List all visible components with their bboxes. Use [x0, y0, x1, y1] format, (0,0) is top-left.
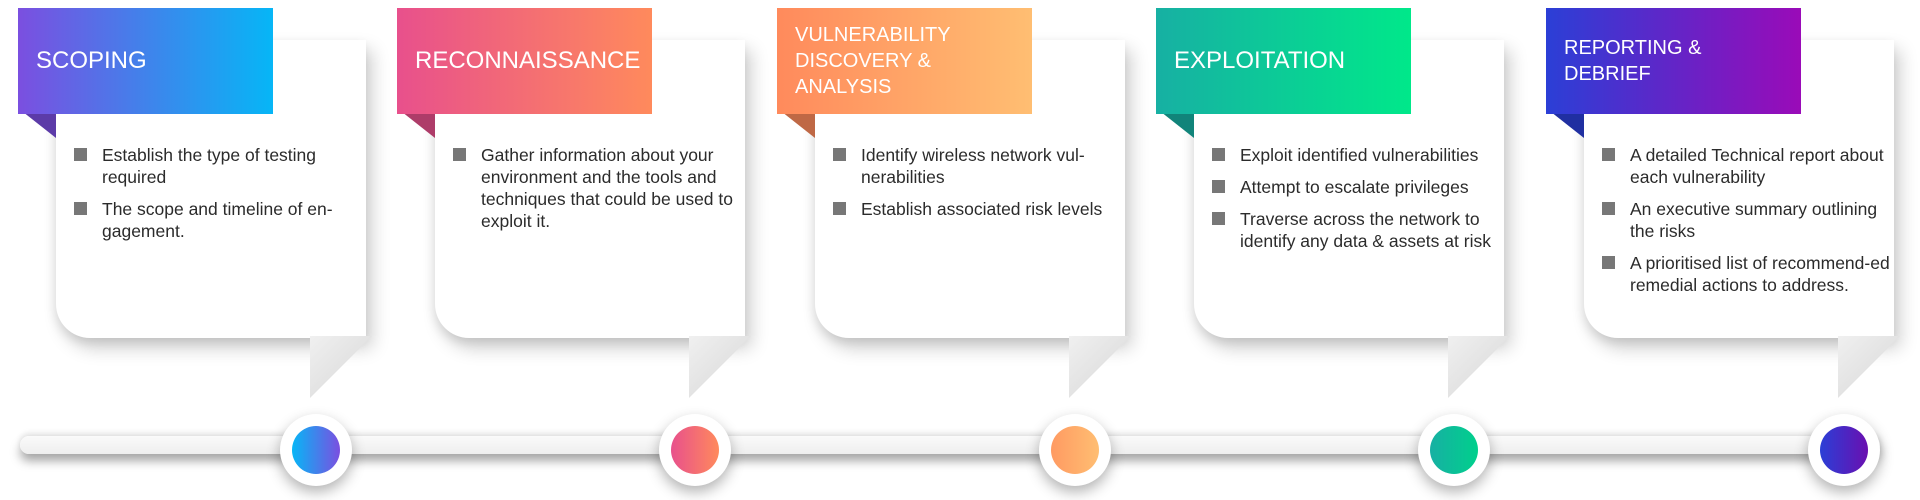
square-bullet-icon: [833, 148, 846, 161]
timeline-node: [659, 414, 731, 486]
square-bullet-icon: [833, 202, 846, 215]
list-item: A prioritised list of recommend-ed remed…: [1602, 252, 1892, 296]
stage-4: EXPLOITATION Exploit identified vulnerabi…: [1156, 0, 1516, 500]
stage-title-line: DEBRIEF: [1564, 63, 1651, 85]
timeline-node: [1418, 414, 1490, 486]
square-bullet-icon: [74, 148, 87, 161]
stage-title-line: SCOPING: [36, 47, 147, 74]
list-item-text: Establish associated risk levels: [861, 199, 1103, 219]
stage-title-line: VULNERABILITY: [795, 24, 951, 46]
timeline-dot: [1051, 426, 1099, 474]
timeline-dot: [1820, 426, 1868, 474]
list-item-text: A detailed Technical report about each v…: [1630, 145, 1884, 187]
list-item-text: Attempt to escalate privileges: [1240, 177, 1469, 197]
card-pointer: [689, 336, 751, 398]
stage-title: VULNERABILITY DISCOVERY & ANALYSIS: [777, 8, 1032, 114]
stage-title-line: DISCOVERY & ANALYSIS: [795, 50, 931, 98]
stage-5: REPORTING & DEBRIEF A detailed Technical r…: [1546, 0, 1906, 500]
timeline-node: [1808, 414, 1880, 486]
list-item-text: Exploit identified vulnerabilities: [1240, 145, 1479, 165]
square-bullet-icon: [1602, 202, 1615, 215]
stage-title-line: EXPLOITATION: [1174, 47, 1346, 74]
stage-title-line: RECONNAISSANCE: [415, 47, 641, 74]
stage-title: SCOPING: [18, 8, 273, 114]
stage-2: RECONNAISSANCE Gather information about y…: [397, 0, 757, 500]
stage-items: Identify wireless network vul-nerabiliti…: [833, 144, 1123, 230]
list-item-text: A prioritised list of recommend-ed remed…: [1630, 253, 1890, 295]
square-bullet-icon: [1212, 148, 1225, 161]
list-item-text: Establish the type of testing required: [102, 145, 317, 187]
list-item: Attempt to escalate privileges: [1212, 176, 1502, 198]
square-bullet-icon: [1212, 212, 1225, 225]
card-pointer: [1069, 336, 1131, 398]
stage-1: SCOPING Establish the type of testing req…: [18, 0, 378, 500]
list-item: Exploit identified vulnerabilities: [1212, 144, 1502, 166]
list-item-text: An executive summary outlining the risks: [1630, 199, 1878, 241]
square-bullet-icon: [1602, 256, 1615, 269]
list-item: A detailed Technical report about each v…: [1602, 144, 1892, 188]
list-item: Gather information about your environmen…: [453, 144, 743, 232]
stage-title: REPORTING & DEBRIEF: [1546, 8, 1801, 114]
stage-title: EXPLOITATION: [1156, 8, 1411, 114]
square-bullet-icon: [1212, 180, 1225, 193]
timeline-bar: [20, 436, 1880, 454]
timeline-dot: [671, 426, 719, 474]
list-item: The scope and timeline of en-gagement.: [74, 198, 364, 242]
card-pointer: [1448, 336, 1510, 398]
timeline-dot: [1430, 426, 1478, 474]
stage-title: RECONNAISSANCE: [397, 8, 652, 114]
stage-title-text: REPORTING & DEBRIEF: [1564, 35, 1701, 87]
square-bullet-icon: [74, 202, 87, 215]
stage-title-text: VULNERABILITY DISCOVERY & ANALYSIS: [795, 22, 1014, 100]
timeline-node: [280, 414, 352, 486]
list-item: Traverse across the network to identify …: [1212, 208, 1502, 252]
stage-title-text: EXPLOITATION: [1174, 47, 1345, 75]
list-item-text: Traverse across the network to identify …: [1240, 209, 1491, 251]
list-item-text: Gather information about your environmen…: [481, 145, 733, 231]
square-bullet-icon: [1602, 148, 1615, 161]
list-item: An executive summary outlining the risks: [1602, 198, 1892, 242]
card-pointer: [310, 336, 372, 398]
stage-title-text: SCOPING: [36, 47, 147, 75]
stage-title-text: RECONNAISSANCE: [415, 47, 640, 75]
list-item: Establish the type of testing required: [74, 144, 364, 188]
timeline-dot: [292, 426, 340, 474]
stage-title-line: REPORTING &: [1564, 37, 1702, 59]
list-item-text: The scope and timeline of en-gagement.: [102, 199, 333, 241]
timeline-node: [1039, 414, 1111, 486]
list-item: Identify wireless network vul-nerabiliti…: [833, 144, 1123, 188]
stage-3: VULNERABILITY DISCOVERY & ANALYSIS Identif…: [777, 0, 1137, 500]
card-pointer: [1838, 336, 1900, 398]
stage-items: A detailed Technical report about each v…: [1602, 144, 1892, 306]
stage-items: Gather information about your environmen…: [453, 144, 743, 242]
list-item: Establish associated risk levels: [833, 198, 1123, 220]
list-item-text: Identify wireless network vul-nerabiliti…: [861, 145, 1085, 187]
square-bullet-icon: [453, 148, 466, 161]
